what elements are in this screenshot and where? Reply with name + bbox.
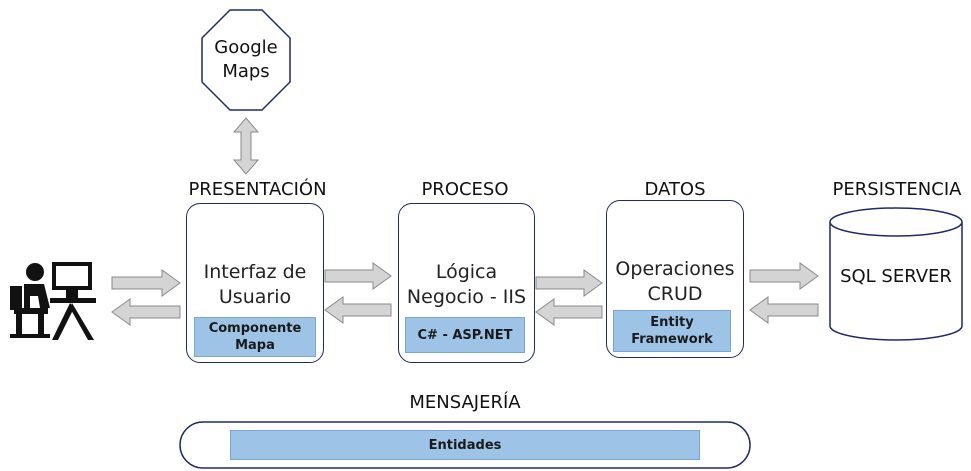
process-sub-box: C# - ASP.NET [405, 317, 525, 353]
process-body: Lógica Negocio - IIS [406, 261, 527, 308]
data-heading: DATOS [644, 179, 706, 200]
sql-server-label: SQL SERVER [840, 266, 952, 287]
presentation-to-user-arrow [111, 298, 181, 326]
google-maps-octagon [201, 9, 291, 111]
messaging-heading: MENSAJERÍA [409, 392, 521, 413]
persistence-to-data-arrow [749, 296, 819, 324]
entities-bar: Entidades [230, 430, 700, 460]
google-maps-label: Google Maps [214, 37, 278, 82]
process-to-presentation-arrow [324, 296, 392, 324]
data-to-process-arrow [535, 298, 603, 326]
database-cylinder [829, 207, 963, 341]
presentation-to-process-arrow [324, 262, 392, 290]
persistence-heading: PERSISTENCIA [832, 179, 962, 200]
presentation-sub-box: Componente Mapa [194, 317, 316, 357]
data-sub-box: Entity Framework [613, 310, 731, 352]
data-to-persistence-arrow [749, 262, 819, 290]
user-to-presentation-arrow [111, 269, 181, 297]
user-at-computer-icon [10, 262, 96, 340]
presentation-body: Interfaz de Usuario [203, 261, 307, 308]
maps-presentation-arrow [232, 117, 260, 175]
process-to-data-arrow [535, 269, 603, 297]
data-body: Operaciones CRUD [615, 258, 735, 305]
presentation-heading: PRESENTACIÓN [188, 179, 327, 200]
process-heading: PROCESO [421, 179, 509, 200]
